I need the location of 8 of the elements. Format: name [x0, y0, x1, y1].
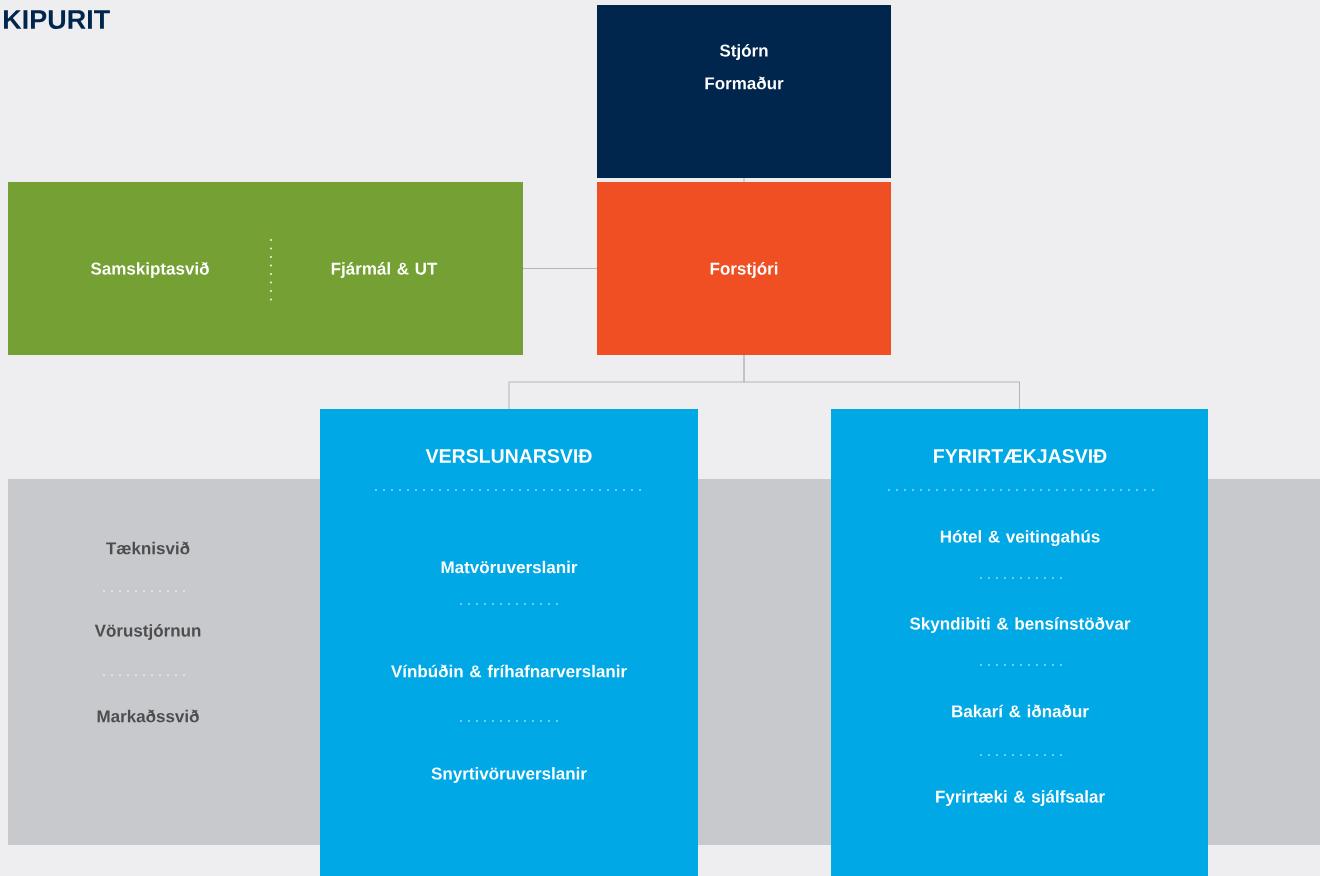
connector-line — [743, 354, 1020, 410]
title: KIPURIT — [4, 10, 110, 30]
staff-box: Samskiptasvið Fjármál & UT — [8, 182, 523, 355]
board-box: Stjórn Formaður — [597, 5, 891, 178]
division-box: VERSLUNARSVIÐ Matvöruverslanir Vínbúðin & fríhafnarverslanir Snyrtivöruverslanir — [320, 409, 698, 876]
ceo-box: Forstjóri — [597, 182, 891, 355]
connector-line — [522, 268, 598, 269]
division-box: FYRIRTÆKJASVIÐ Hótel & veitingahús Skyndibiti & bensínstöðvar Bakarí & iðnaður Fyrirtæki & sjálfsalar — [831, 409, 1208, 876]
